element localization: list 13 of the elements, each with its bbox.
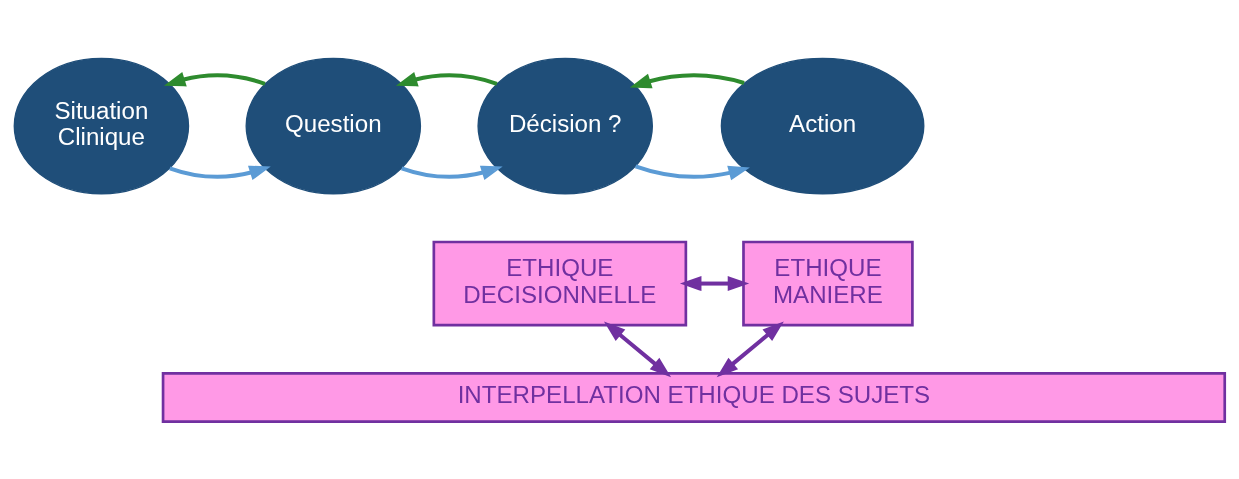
node-box: ETHIQUE DECISIONNELLE — [432, 240, 688, 326]
arrow — [634, 164, 750, 180]
node-box: INTERPELLATION ETHIQUE DES SUJETS — [161, 371, 1227, 423]
arrow — [679, 275, 750, 291]
arrow — [164, 71, 266, 86]
arrow — [629, 72, 745, 88]
arrow — [169, 165, 271, 180]
arrow — [401, 165, 503, 180]
node-ellipse: Action — [720, 57, 925, 194]
node-box: ETHIQUE MANIERE — [742, 240, 914, 326]
arrow — [716, 321, 784, 377]
arrow — [395, 71, 498, 86]
arrow — [603, 321, 672, 377]
